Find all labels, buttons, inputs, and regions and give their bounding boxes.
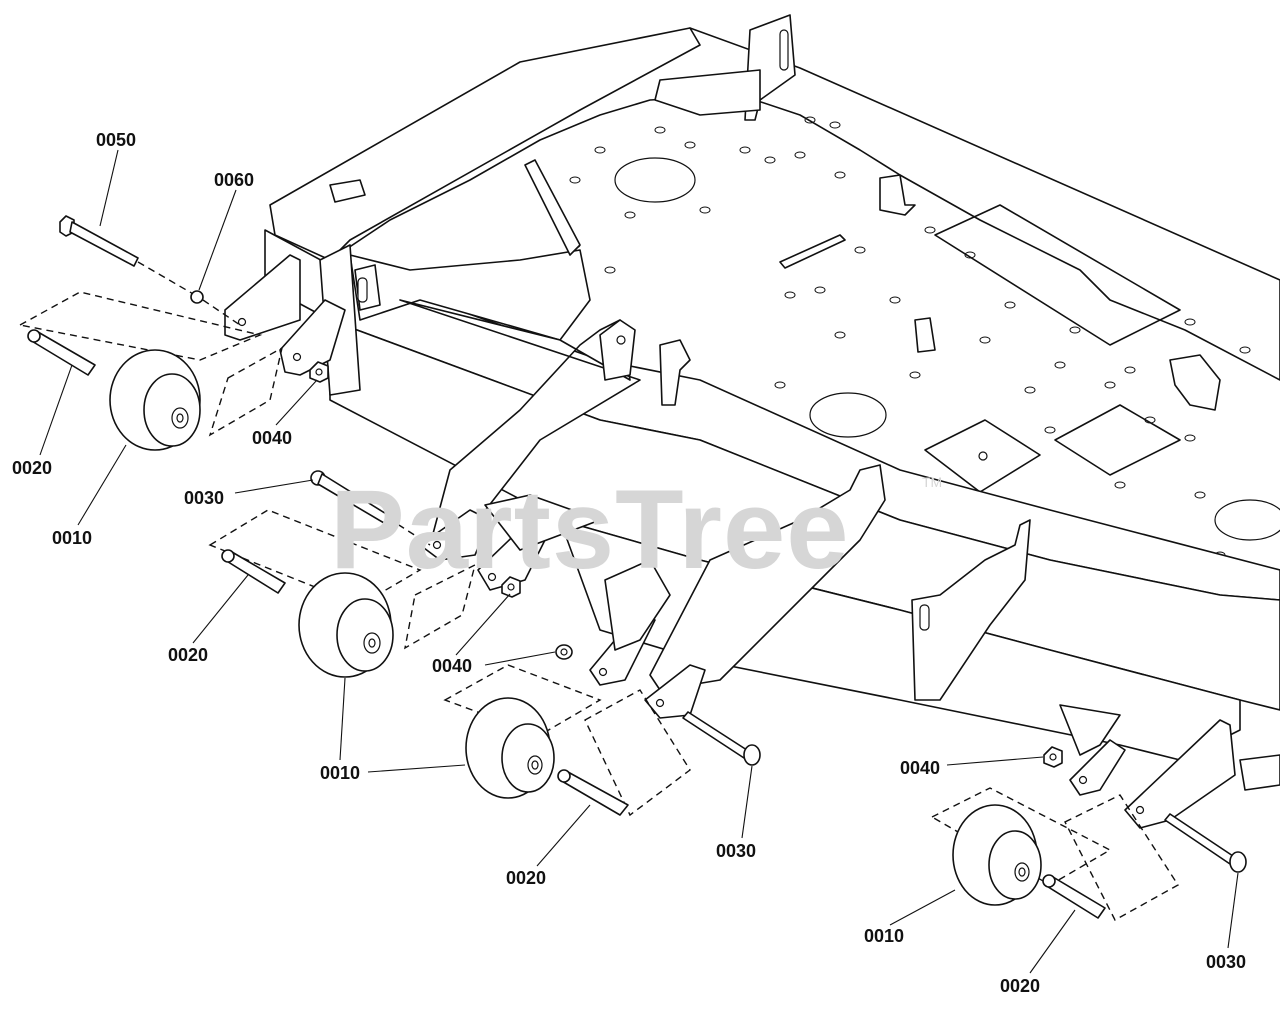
- bolt-0030-1: [310, 470, 431, 546]
- pin-0030-2: [682, 711, 761, 766]
- wheel-0010-3: [465, 697, 555, 799]
- callout-0010-a: 0010: [52, 528, 92, 548]
- callout-0020-d: 0020: [1000, 976, 1040, 996]
- spacer-0020-1: [27, 329, 96, 376]
- callout-0030-c: 0030: [1206, 952, 1246, 972]
- nut-0040-4: [1043, 746, 1063, 768]
- wheel-0010-1: [109, 349, 201, 451]
- wheel-0010-4: [952, 804, 1042, 906]
- wheel-1-dashbox: [17, 291, 263, 361]
- callout-0030-b: 0030: [716, 841, 756, 861]
- exploded-hardware: [17, 215, 1247, 921]
- callout-0020-c: 0020: [506, 868, 546, 888]
- callout-0030-a: 0030: [184, 488, 224, 508]
- callout-0010-c: 0010: [864, 926, 904, 946]
- wheel-0010-2: [298, 572, 394, 678]
- callout-0040-b: 0040: [432, 656, 472, 676]
- pin-0030-3: [1164, 813, 1247, 873]
- callout-0020-a: 0020: [12, 458, 52, 478]
- washer-0060: [190, 290, 204, 304]
- spacer-0020-3: [557, 769, 629, 816]
- callout-0060: 0060: [214, 170, 254, 190]
- leader-lines: [39, 149, 1239, 974]
- callout-0010-b: 0010: [320, 763, 360, 783]
- callout-labels: 0050 0060 0040 0020 0010 0030 0020 0040 …: [12, 130, 1246, 996]
- nut-0040-1: [309, 361, 329, 383]
- spacer-0020-4: [1042, 874, 1106, 919]
- bolt-0050: [59, 215, 196, 296]
- nut-0040-2: [501, 576, 521, 598]
- callout-0040-a: 0040: [252, 428, 292, 448]
- callout-0020-b: 0020: [168, 645, 208, 665]
- nut-0040-3: [555, 644, 573, 660]
- partstree-watermark: PartsTree: [330, 467, 850, 592]
- watermark-trademark: TM: [922, 474, 942, 490]
- spacer-0020-2: [221, 549, 286, 594]
- callout-0050: 0050: [96, 130, 136, 150]
- callout-0040-c: 0040: [900, 758, 940, 778]
- mower-deck: [224, 14, 1280, 829]
